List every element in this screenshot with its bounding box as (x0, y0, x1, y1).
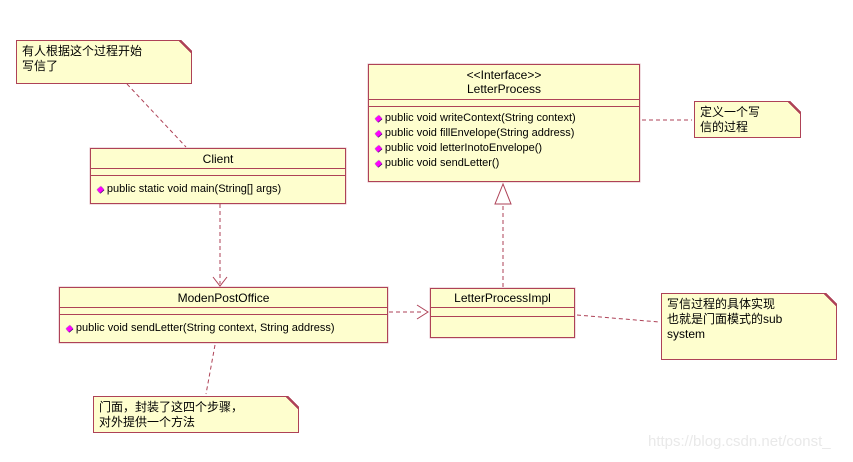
methods-compartment: ◆ public void sendLetter(String context,… (60, 315, 387, 342)
method-row: ◆ public void letterInotoEnvelope() (374, 141, 639, 156)
public-method-icon: ◆ (374, 128, 383, 138)
class-client: Client ◆ public static void main(String[… (90, 148, 346, 204)
methods-compartment: ◆ public static void main(String[] args) (91, 176, 345, 203)
note-text: 信的过程 (700, 120, 749, 134)
class-title: ModenPostOffice (60, 288, 387, 308)
public-method-icon: ◆ (65, 323, 74, 333)
note-text: 有人根据这个过程开始 (22, 44, 143, 58)
note-text: 门面，封装了这四个步骤， (99, 400, 244, 414)
note-fold-icon (179, 40, 192, 53)
method-row: ◆ public static void main(String[] args) (96, 182, 345, 197)
method-label: public void sendLetter() (384, 157, 500, 169)
note-text: 对外提供一个方法 (99, 415, 196, 429)
method-row: ◆ public void sendLetter() (374, 156, 639, 171)
class-title: Client (91, 149, 345, 169)
note-connector-start-writing-to-client (126, 83, 187, 148)
methods-compartment (431, 317, 574, 337)
note-text: 定义一个写 (700, 105, 761, 119)
public-method-icon: ◆ (374, 113, 383, 123)
note-define-process: 定义一个写 信的过程 (694, 101, 801, 138)
method-row: ◆ public void fillEnvelope(String addres… (374, 126, 639, 141)
dependency-arrowhead-client-to-modenpostoffice (212, 276, 228, 287)
interface-letterprocess: <<Interface>> LetterProcess ◆ public voi… (368, 64, 640, 182)
note-facade-steps: 门面，封装了这四个步骤， 对外提供一个方法 (93, 396, 299, 433)
note-text: 写信过程的具体实现 (667, 297, 776, 311)
method-label: public void sendLetter(String context, S… (75, 322, 335, 334)
note-fold-icon (788, 101, 801, 114)
note-fold-icon (286, 396, 299, 409)
method-label: public void letterInotoEnvelope() (384, 142, 543, 154)
stereotype-label: <<Interface>> (466, 68, 542, 82)
note-impl-subsystem: 写信过程的具体实现 也就是门面模式的sub system (661, 293, 837, 360)
attributes-compartment (91, 169, 345, 176)
note-fold-icon (824, 293, 837, 306)
attributes-compartment (60, 308, 387, 315)
note-text: 写信了 (22, 59, 59, 73)
dependency-arrowhead-modenpostoffice-to-letterprocessimpl (416, 304, 429, 320)
note-start-writing: 有人根据这个过程开始 写信了 (16, 40, 192, 84)
attributes-compartment (431, 308, 574, 317)
note-text: system (667, 327, 706, 341)
class-letterprocessimpl: LetterProcessImpl (430, 288, 575, 338)
public-method-icon: ◆ (374, 158, 383, 168)
methods-compartment: ◆ public void writeContext(String contex… (369, 107, 639, 181)
class-title: LetterProcessImpl (431, 289, 574, 308)
method-label: public void writeContext(String context) (384, 112, 576, 124)
public-method-icon: ◆ (96, 184, 105, 194)
note-text: 也就是门面模式的sub (667, 312, 783, 326)
note-connector-modenpostoffice-to-facade-steps (205, 344, 216, 395)
class-modenpostoffice: ModenPostOffice ◆ public void sendLetter… (59, 287, 388, 343)
method-row: ◆ public void sendLetter(String context,… (65, 321, 387, 336)
method-row: ◆ public void writeContext(String contex… (374, 111, 639, 126)
attributes-compartment (369, 100, 639, 107)
method-label: public static void main(String[] args) (106, 183, 282, 195)
interface-name: LetterProcess (466, 82, 542, 96)
method-label: public void fillEnvelope(String address) (384, 127, 575, 139)
realization-triangle-arrowhead (494, 182, 512, 205)
watermark-url: https://blog.csdn.net/const_ (648, 433, 831, 450)
public-method-icon: ◆ (374, 143, 383, 153)
class-title: <<Interface>> LetterProcess (369, 65, 639, 100)
note-connector-letterprocessimpl-to-impl-subsystem (576, 314, 660, 323)
